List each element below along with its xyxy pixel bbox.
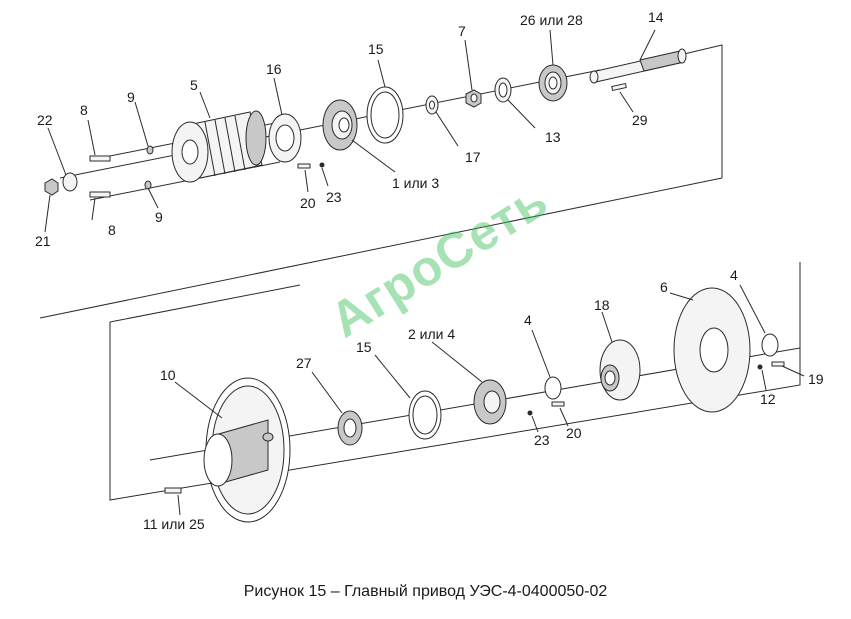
part-14-shaft bbox=[589, 29, 687, 84]
label-4-left: 4 bbox=[524, 312, 532, 328]
label-10: 10 bbox=[160, 367, 176, 383]
part-10-housing bbox=[174, 377, 291, 523]
label-13: 13 bbox=[545, 129, 561, 145]
part-22-washer bbox=[62, 172, 78, 192]
part-9-washer-upper bbox=[146, 145, 154, 155]
label-21: 21 bbox=[35, 233, 51, 249]
part-4-ring-right bbox=[761, 333, 779, 357]
figure-caption: Рисунок 15 – Главный привод УЭС-4-040005… bbox=[243, 583, 608, 600]
label-9-upper: 9 bbox=[127, 89, 135, 105]
part-21-nut bbox=[44, 178, 59, 196]
label-20-upper: 20 bbox=[300, 195, 316, 211]
part-20-pin-lower bbox=[551, 401, 565, 407]
label-15-upper: 15 bbox=[368, 41, 384, 57]
label-14: 14 bbox=[648, 9, 664, 25]
part-20-pin-upper bbox=[297, 163, 311, 169]
label-8-upper: 8 bbox=[80, 102, 88, 118]
label-6: 6 bbox=[660, 279, 668, 295]
part-5-pulley bbox=[171, 91, 267, 183]
part-23-ball-upper bbox=[319, 162, 325, 168]
label-9-lower: 9 bbox=[155, 209, 163, 225]
part-15-gasket-upper bbox=[366, 59, 404, 144]
part-23-ball-lower bbox=[527, 410, 533, 416]
label-20-lower: 20 bbox=[566, 425, 582, 441]
label-23-lower: 23 bbox=[534, 432, 550, 448]
part-4-ring-left bbox=[544, 376, 562, 400]
label-15-lower: 15 bbox=[356, 339, 372, 355]
label-29: 29 bbox=[632, 112, 648, 128]
part-11-bolt bbox=[164, 487, 182, 494]
label-4-right: 4 bbox=[730, 267, 738, 283]
label-26-or-28: 26 или 28 bbox=[520, 12, 583, 28]
label-27: 27 bbox=[296, 355, 312, 371]
part-19-pin bbox=[771, 361, 785, 367]
part-9-washer-lower bbox=[144, 180, 152, 190]
label-16: 16 bbox=[266, 61, 282, 77]
label-18: 18 bbox=[594, 297, 610, 313]
label-1-or-3: 1 или 3 bbox=[392, 175, 440, 191]
label-5: 5 bbox=[190, 77, 198, 93]
label-12: 12 bbox=[760, 391, 776, 407]
label-17: 17 bbox=[465, 149, 481, 165]
label-7: 7 bbox=[458, 23, 466, 39]
part-29-key bbox=[611, 82, 627, 92]
part-8-bolt-lower bbox=[89, 191, 111, 198]
part-12-ball bbox=[757, 364, 763, 370]
label-8-lower: 8 bbox=[108, 222, 116, 238]
label-22: 22 bbox=[37, 112, 53, 128]
part-6-wheel bbox=[669, 287, 751, 413]
part-16-hub bbox=[268, 77, 302, 163]
part-26-bearing bbox=[538, 29, 568, 102]
part-8-bolt-upper bbox=[89, 155, 111, 162]
label-19: 19 bbox=[808, 371, 824, 387]
label-2-or-4: 2 или 4 bbox=[408, 326, 456, 342]
part-1-flange bbox=[322, 99, 396, 173]
label-11-or-25: 11 или 25 bbox=[143, 516, 205, 532]
label-23-upper: 23 bbox=[326, 189, 342, 205]
